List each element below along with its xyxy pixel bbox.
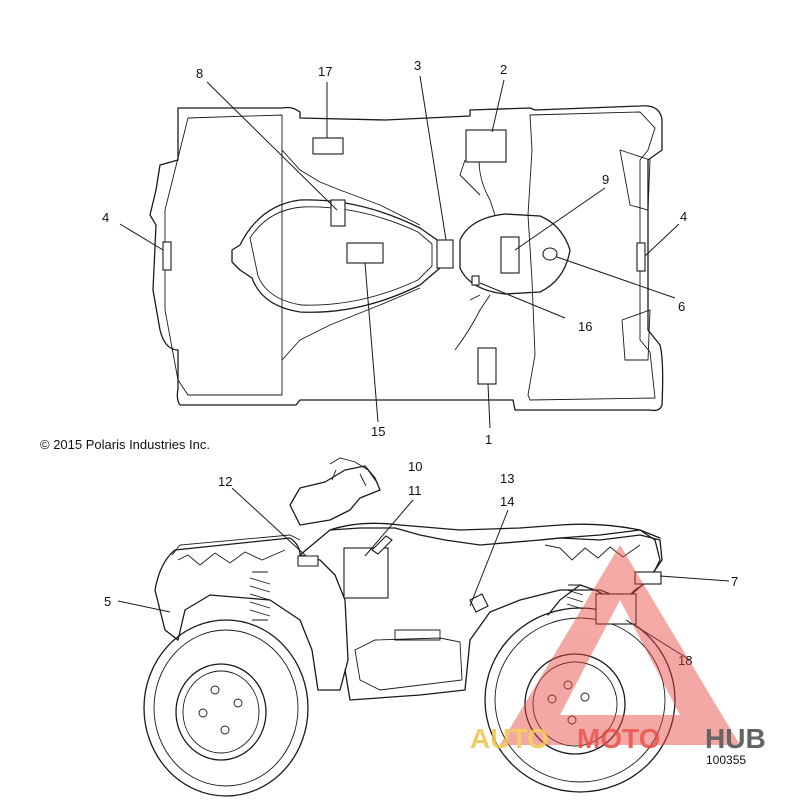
part-number: 100355 [706, 753, 746, 767]
decal-15 [346, 242, 384, 264]
callout-16: 16 [578, 319, 592, 334]
callout-13: 13 [500, 471, 514, 486]
watermark-triangle [500, 545, 740, 745]
decal-12 [297, 555, 319, 567]
decal-2 [465, 129, 507, 163]
callout-8: 8 [196, 66, 203, 81]
seat-outline [231, 199, 441, 313]
body-side-right [281, 287, 421, 361]
rear-rack-side [171, 534, 301, 566]
callout-12: 12 [218, 474, 232, 489]
decal-3 [436, 239, 454, 269]
floorboard [354, 629, 463, 691]
automotohub-watermark: AUTO MOTO HUB [470, 545, 766, 754]
rear-shock [249, 571, 271, 621]
callout-4-rear: 4 [102, 210, 109, 225]
seat-inner [249, 206, 433, 306]
front-wheel [484, 607, 676, 793]
side-view-callouts: 10 11 12 13 14 5 7 18 [104, 459, 738, 668]
decal-4-front [636, 242, 646, 272]
watermark-moto: MOTO [577, 723, 660, 754]
decal-8 [330, 199, 346, 227]
top-view-callouts: 17 8 3 2 4 4 9 6 16 15 1 [102, 58, 687, 447]
handlebar-side [289, 465, 381, 526]
decal-10 [371, 535, 393, 555]
callout-4-front: 4 [680, 209, 687, 224]
seat-side [329, 522, 661, 539]
callout-2: 2 [500, 62, 507, 77]
copyright-text: © 2015 Polaris Industries Inc. [40, 437, 210, 452]
decal-1 [477, 347, 497, 385]
rear-fender-inner [164, 114, 283, 396]
rear-fender-outline [149, 105, 664, 412]
atv-top-view [149, 105, 664, 412]
handlebar-controls [329, 457, 379, 487]
callout-14: 14 [500, 494, 514, 509]
side-view-leaders [117, 487, 730, 661]
callout-17: 17 [318, 64, 332, 79]
decal-4-rear [162, 241, 172, 271]
decal-17 [312, 137, 344, 155]
decal-18 [595, 593, 637, 625]
watermark-hub: HUB [705, 723, 766, 754]
callout-6: 6 [678, 299, 685, 314]
top-view-leaders [119, 75, 680, 429]
front-rack-lines [619, 149, 651, 361]
body-center-side [299, 527, 663, 701]
callout-18: 18 [678, 653, 692, 668]
callout-1: 1 [485, 432, 492, 447]
decal-6 [542, 247, 558, 261]
callout-3: 3 [414, 58, 421, 73]
decal-16 [471, 275, 480, 286]
callout-11: 11 [408, 483, 422, 498]
callout-7: 7 [731, 574, 738, 589]
front-fender-side [539, 529, 661, 616]
decal-9 [500, 236, 520, 274]
callout-15: 15 [371, 424, 385, 439]
watermark-auto: AUTO [470, 723, 549, 754]
body-side-left [281, 149, 421, 226]
callout-5: 5 [104, 594, 111, 609]
rear-wheel [143, 619, 309, 797]
atv-side-view [143, 457, 676, 797]
handlebar-right [454, 294, 491, 351]
rear-fender-side [154, 537, 349, 691]
decal-7 [634, 571, 662, 585]
decal-11 [343, 547, 389, 599]
fuel-tank-outline [459, 213, 571, 295]
callout-9: 9 [602, 172, 609, 187]
decal-13-14 [469, 593, 489, 613]
callout-10: 10 [408, 459, 422, 474]
front-shock [566, 584, 584, 610]
front-rack-side [544, 544, 641, 561]
front-fender-inner [527, 111, 656, 401]
